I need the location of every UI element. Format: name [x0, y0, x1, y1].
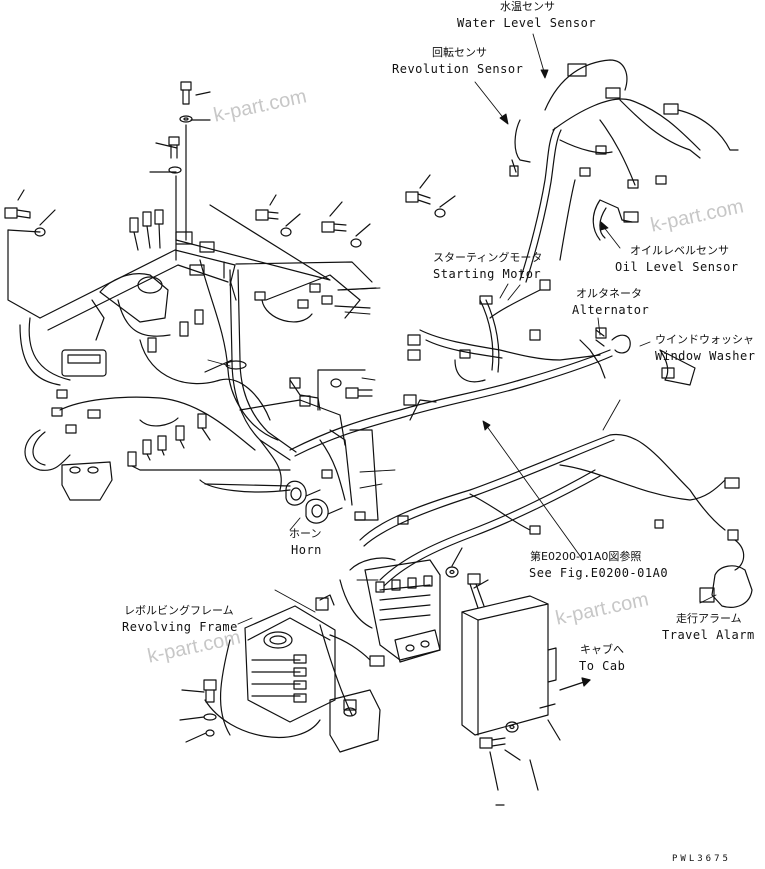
- oil-level-sensor-label: Oil Level Sensor: [615, 260, 739, 274]
- travel-alarm-label-jp: 走行アラーム: [676, 612, 742, 625]
- revolution-sensor-label-jp: 回転センサ: [432, 46, 487, 59]
- bolt-set-center-top: [255, 174, 456, 248]
- revolving-frame-label: Revolving Frame: [122, 620, 238, 634]
- oil-level-sensor-label-jp: オイルレベルセンサ: [630, 244, 729, 257]
- horn-label-jp: ホーン: [289, 527, 322, 540]
- drawing-code: PWL3675: [672, 854, 731, 864]
- alternator-label: Alternator: [572, 303, 650, 317]
- starting-motor-label-jp: スターティングモータ: [433, 251, 543, 264]
- alternator-label-jp: オルタネータ: [576, 287, 642, 300]
- water-level-sensor-label: Water Level Sensor: [457, 16, 597, 30]
- bolt-set-lower-left: [179, 679, 217, 743]
- terminal-block: [339, 557, 441, 663]
- upper-right-harness: [489, 59, 739, 319]
- to-cab-label: To Cab: [579, 659, 626, 673]
- window-washer-label-jp: ウインドウォッシャ: [655, 333, 754, 346]
- leader-lines: [207, 33, 717, 625]
- horn-pair: [285, 480, 343, 524]
- bolt-set-upper-left: [4, 81, 211, 241]
- revolution-sensor-label: Revolution Sensor: [392, 62, 524, 76]
- starting-motor-alternator-harness: [407, 295, 696, 386]
- left-harness: [24, 259, 291, 501]
- travel-alarm-label: Travel Alarm: [662, 628, 755, 642]
- water-level-sensor-label-jp: 水温センサ: [500, 0, 555, 13]
- bolt-set-middle: [445, 547, 489, 609]
- revolving-frame-assembly: [204, 594, 385, 753]
- central-bracket: [175, 204, 377, 323]
- see-fig-label: See Fig.E0200-01A0: [529, 566, 669, 580]
- main-harness-right: [289, 349, 753, 608]
- revolving-frame-label-jp: レボルビングフレーム: [124, 604, 234, 617]
- horn-label: Horn: [291, 543, 322, 557]
- to-cab-label-jp: キャブへ: [580, 643, 624, 656]
- cab-bracket-assembly: [7, 209, 237, 386]
- middle-harness: [204, 269, 379, 521]
- controller-box: [461, 595, 591, 806]
- see-fig-label-jp: 第E0200-01A0図参照: [530, 550, 642, 563]
- oil-level-sensor: [592, 199, 639, 241]
- starting-motor-label: Starting Motor: [433, 267, 542, 281]
- window-washer-label: Window Washer: [655, 349, 756, 363]
